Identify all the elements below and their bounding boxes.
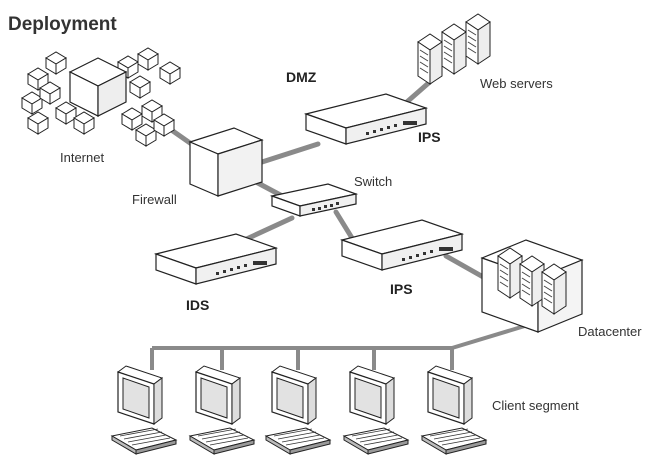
switch-icon <box>269 183 359 217</box>
datacenter-label: Datacenter <box>578 324 642 339</box>
network-links <box>147 77 539 370</box>
firewall-icon <box>188 127 264 197</box>
ids-icon <box>155 233 277 285</box>
web-servers-icon <box>417 13 491 85</box>
client-workstation-icon <box>111 365 177 455</box>
client-segment-label: Client segment <box>492 398 579 413</box>
client-workstation-icon <box>421 365 487 455</box>
web-servers-label: Web servers <box>480 76 553 91</box>
ips-dmz-icon <box>305 93 427 145</box>
client-workstation-icon <box>343 365 409 455</box>
client-workstation-icon <box>265 365 331 455</box>
firewall-label: Firewall <box>132 192 177 207</box>
switch-label: Switch <box>354 174 392 189</box>
internet-cloud-icon <box>21 47 181 147</box>
diagram-title: Deployment <box>8 14 117 35</box>
ips-dmz-label: IPS <box>418 129 441 145</box>
dmz-label: DMZ <box>286 69 317 85</box>
ips-internal-label: IPS <box>390 281 413 297</box>
client-workstations <box>111 365 487 455</box>
client-workstation-icon <box>189 365 255 455</box>
internet-label: Internet <box>60 150 104 165</box>
ids-label: IDS <box>186 297 209 313</box>
ips-internal-icon <box>341 219 463 271</box>
